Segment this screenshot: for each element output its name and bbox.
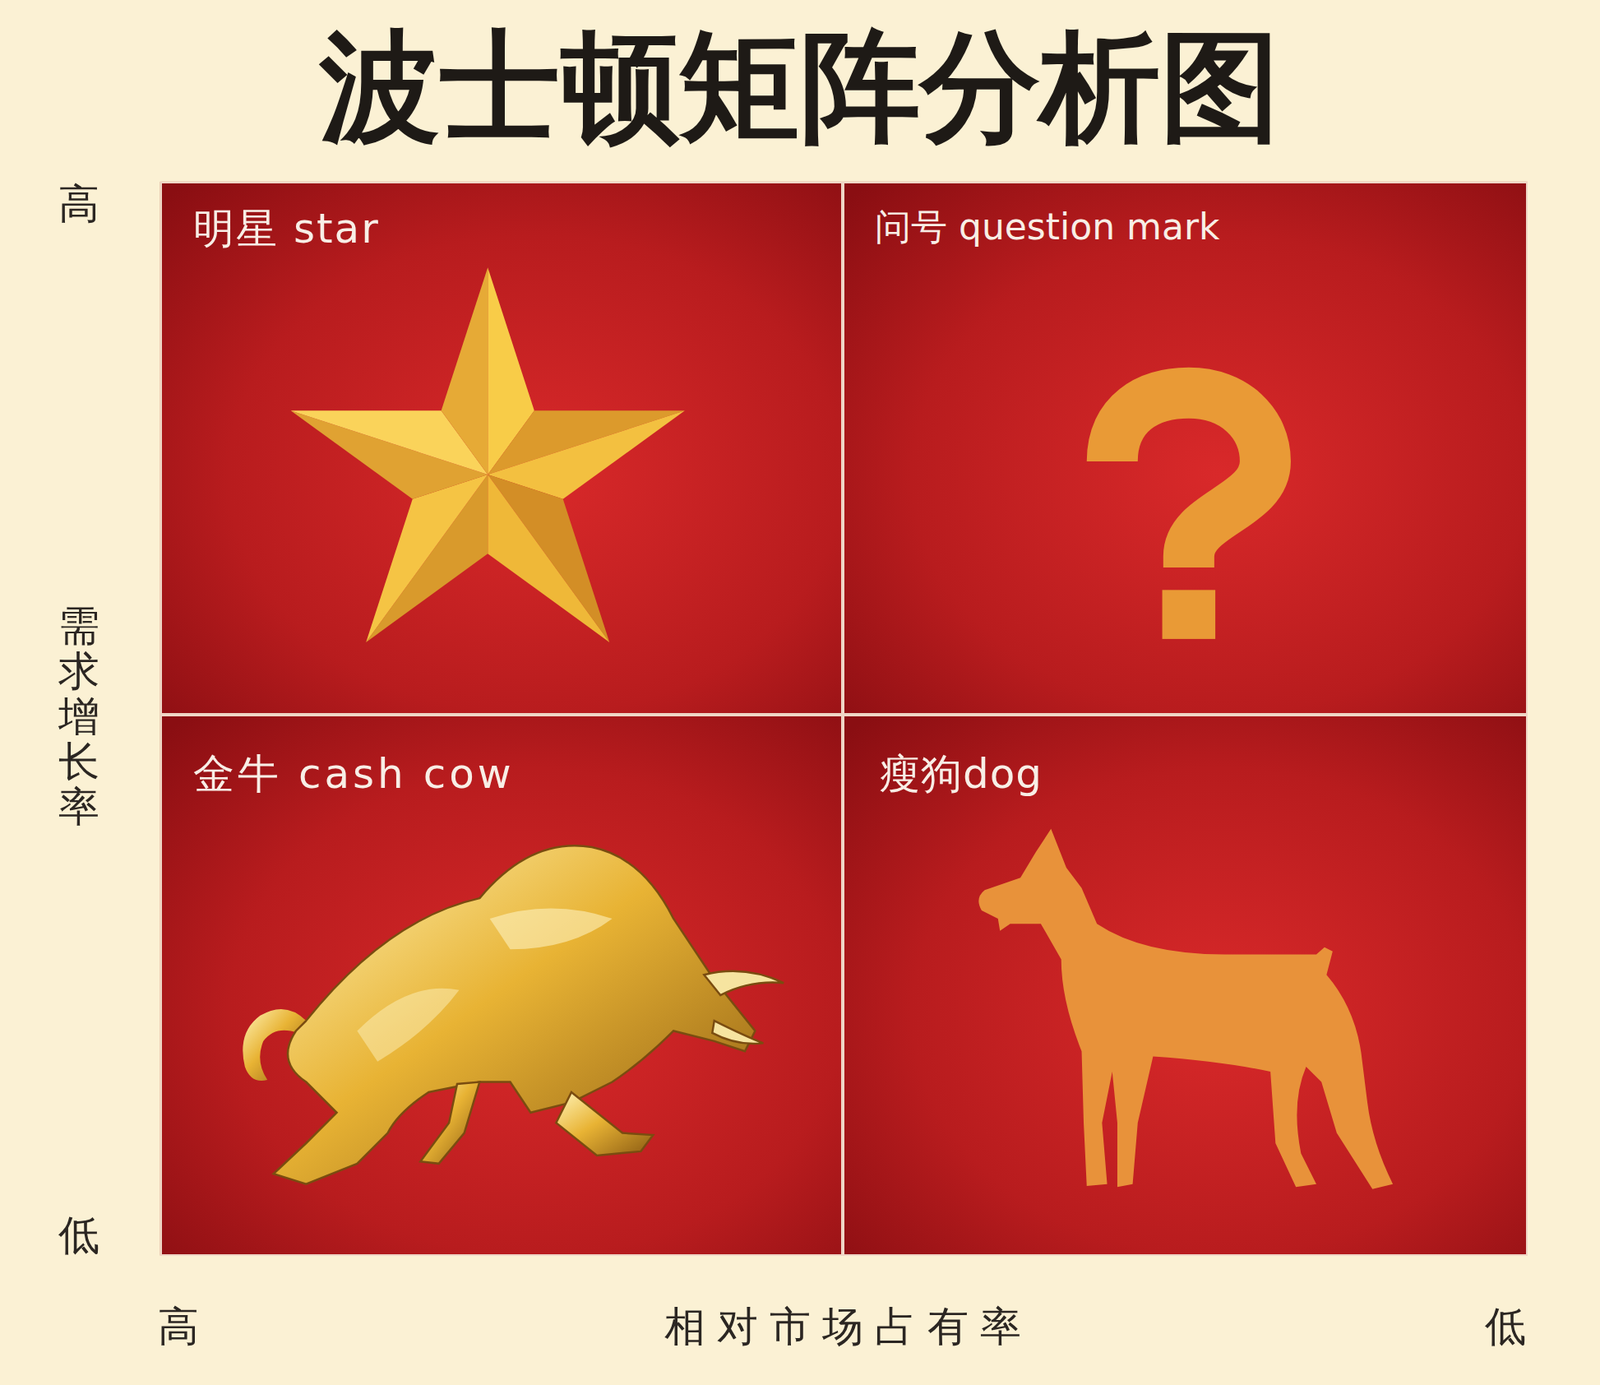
- star-icon: [291, 267, 685, 643]
- quadrant-fill: [160, 181, 843, 715]
- question-mark-icon: [1112, 393, 1266, 639]
- quadrant-label: 金牛 cash cow: [193, 749, 515, 799]
- quadrant-fill: [842, 714, 1528, 1256]
- axis-label: 高: [157, 1301, 199, 1351]
- axis-label: 低: [1484, 1301, 1527, 1351]
- quadrant-label: 问号 question mark: [874, 205, 1220, 250]
- quadrant-fill: [842, 181, 1528, 715]
- quadrant-box: 金牛 cash cow: [160, 714, 843, 1256]
- axis-label: 需求增长率: [58, 603, 100, 830]
- dog-silhouette: [978, 828, 1393, 1189]
- axis-label: 相对市场占有率: [664, 1301, 1033, 1351]
- quadrant-box: 问号 question mark: [842, 181, 1528, 715]
- quadrant-box: 明星 star: [160, 181, 843, 715]
- axis-label: 低: [58, 1210, 100, 1260]
- quadrant-label: 瘦狗dog: [878, 749, 1043, 799]
- bull-figure: [242, 845, 784, 1184]
- quadrant-fill: [160, 714, 843, 1256]
- quadrant-box: 瘦狗dog: [842, 714, 1528, 1256]
- title-text: 波士顿矩阵分析图: [319, 20, 1281, 153]
- axis-label: 高: [58, 179, 100, 229]
- quadrant-label: 明星 star: [193, 203, 380, 254]
